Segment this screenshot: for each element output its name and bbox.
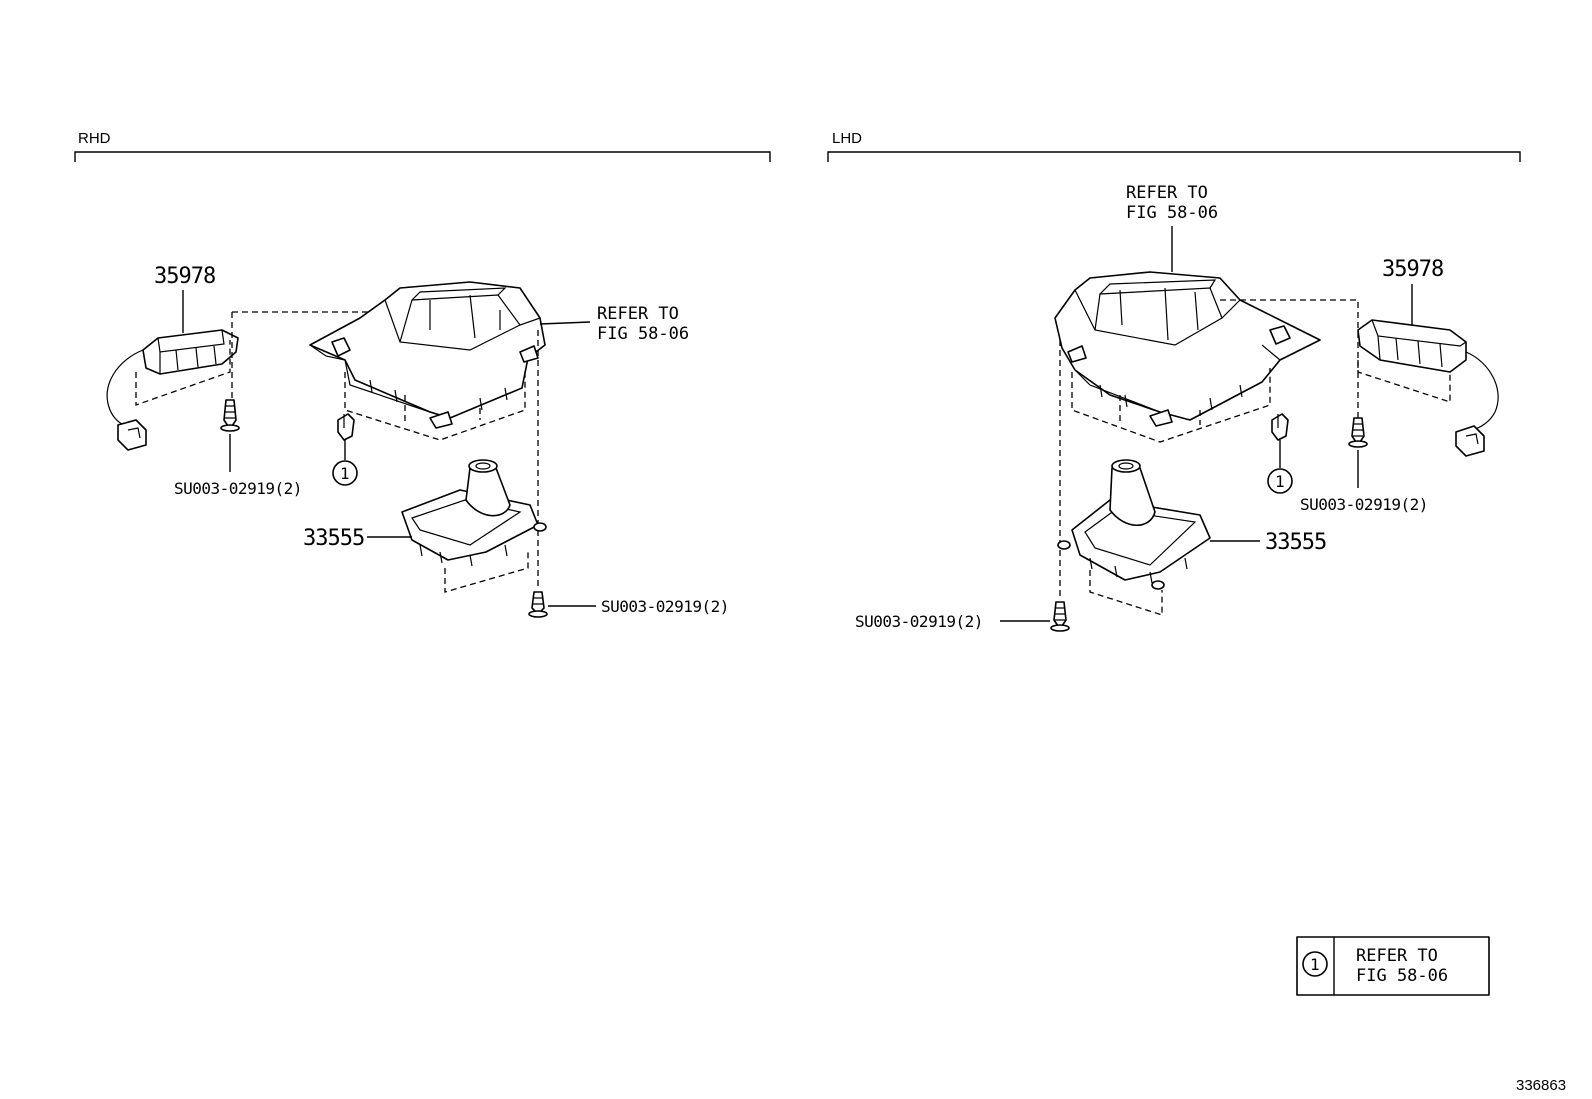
rhd-callout-number: 1	[340, 464, 349, 483]
lhd-screw-right	[1348, 417, 1368, 448]
lhd-clip-part	[1271, 413, 1289, 441]
rhd-part-33555-label: 33555	[303, 526, 364, 551]
rhd-refer-line1: REFER TO	[597, 304, 679, 324]
legend-box	[1296, 936, 1490, 996]
figure-id: 336863	[1516, 1077, 1566, 1094]
lhd-screw-left	[1050, 601, 1070, 632]
lhd-part-35978-label: 35978	[1382, 257, 1443, 282]
rhd-callout-circle	[332, 460, 358, 486]
lhd-callout-number: 1	[1275, 472, 1284, 491]
rhd-screw-right	[528, 591, 548, 618]
rhd-part-35978-label: 35978	[154, 264, 215, 289]
rhd-refer-line2: FIG 58-06	[597, 324, 689, 344]
lhd-refer-line2: FIG 58-06	[1126, 203, 1218, 223]
rhd-section-label: RHD	[78, 130, 111, 147]
rhd-switch-bezel-part	[106, 329, 239, 451]
lhd-shift-panel-frame	[1054, 271, 1321, 427]
rhd-shift-panel-frame	[309, 281, 546, 429]
lhd-shift-boot-part	[1057, 459, 1211, 590]
lhd-part-33555-label: 33555	[1265, 530, 1326, 555]
rhd-assembly: 35978 SU003-02919(2)	[106, 264, 729, 618]
rhd-section-bracket	[74, 151, 771, 162]
lhd-callout-circle	[1267, 468, 1293, 494]
legend-line2: FIG 58-06	[1356, 966, 1448, 986]
rhd-screw-left-label: SU003-02919(2)	[174, 479, 302, 498]
legend-line1: REFER TO	[1356, 946, 1438, 966]
lhd-assembly: REFER TO FIG 58-06 1	[855, 183, 1499, 632]
lhd-section-label: LHD	[832, 130, 862, 147]
lhd-section-bracket	[827, 151, 1521, 162]
lhd-switch-bezel-part	[1357, 319, 1499, 457]
lhd-refer-line1: REFER TO	[1126, 183, 1208, 203]
rhd-clip-part	[337, 413, 355, 441]
rhd-screw-right-label: SU003-02919(2)	[601, 597, 729, 616]
lhd-screw-right-label: SU003-02919(2)	[1300, 495, 1428, 514]
legend-symbol: 1	[1310, 955, 1319, 974]
lhd-screw-left-label: SU003-02919(2)	[855, 612, 983, 631]
rhd-screw-left	[220, 399, 240, 432]
rhd-shift-boot-part	[401, 459, 547, 567]
